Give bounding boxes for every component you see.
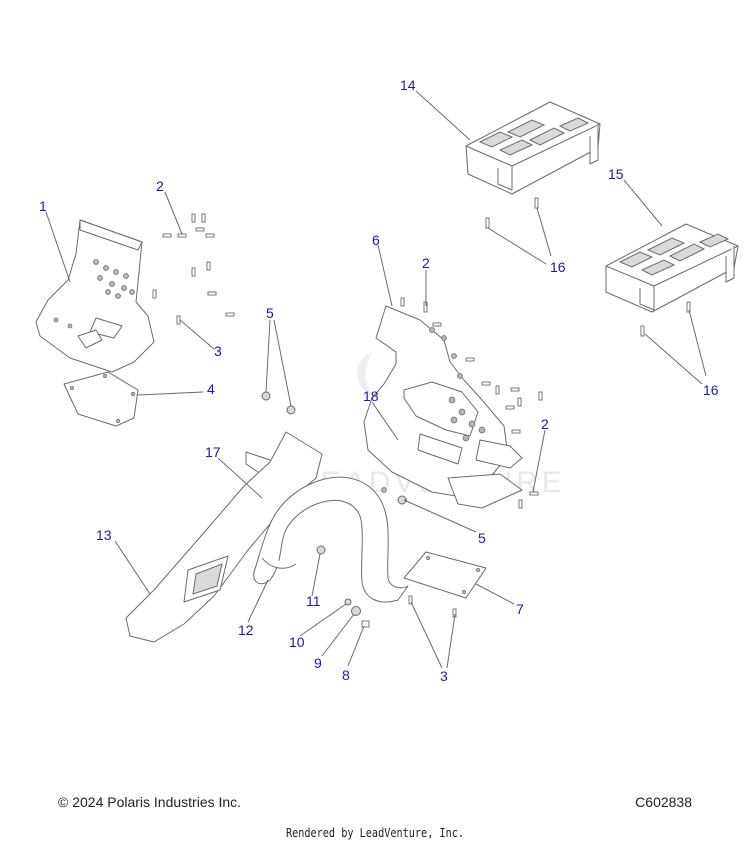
part-5-nuts [261, 391, 296, 415]
part-4-plate [63, 371, 139, 427]
copyright-text: © 2024 Polaris Industries Inc. [58, 794, 242, 810]
callout-13: 13 [96, 527, 112, 543]
callout-3-left: 3 [214, 343, 222, 359]
callout-7: 7 [516, 601, 524, 617]
callout-6: 6 [372, 232, 380, 248]
callout-4: 4 [207, 381, 215, 397]
part-11-washer [316, 545, 326, 555]
callout-5-left: 5 [266, 305, 274, 321]
callout-12: 12 [238, 622, 254, 638]
part-9-nut [351, 606, 361, 616]
part-13-panel [125, 431, 323, 643]
callout-labels: 1 2 3 4 5 14 15 16 6 2 16 18 2 17 13 5 1… [39, 77, 719, 684]
part-6-18-rear-bracket [363, 305, 523, 509]
callout-17: 17 [205, 444, 221, 460]
callout-18: 18 [363, 388, 379, 404]
part-10-washer [344, 598, 352, 606]
callout-8: 8 [342, 667, 350, 683]
part-5-nut-right [397, 495, 407, 505]
callout-14: 14 [400, 77, 416, 93]
drawing-id: C602838 [635, 794, 692, 810]
hardware-group-left [152, 213, 235, 325]
rendered-by-text: Rendered by LeadVenture, Inc. [285, 826, 465, 840]
callout-2-middle: 2 [422, 255, 430, 271]
callout-1: 1 [39, 198, 47, 214]
hardware-group-bottom [316, 495, 457, 628]
callout-10: 10 [289, 634, 305, 650]
part-1-bracket [35, 219, 155, 373]
part-16-bolts [485, 197, 691, 337]
callout-2-top-left: 2 [156, 178, 164, 194]
callout-9: 9 [314, 655, 322, 671]
leader-lines [45, 90, 707, 669]
callout-5-right: 5 [478, 530, 486, 546]
callout-2-right: 2 [541, 416, 549, 432]
exploded-parts-diagram: LEADVENTURE [35, 77, 739, 684]
part-1-holes [53, 259, 135, 329]
part-7-plate [403, 551, 487, 599]
hardware-group-right [400, 297, 543, 509]
part-18-holes [381, 327, 486, 503]
part-12-belt-guard [253, 476, 409, 603]
part-14-footrest [465, 101, 601, 195]
callout-3-bottom: 3 [440, 668, 448, 684]
part-15-footrest [605, 223, 739, 313]
callout-16-top: 16 [550, 259, 566, 275]
callout-15: 15 [608, 166, 624, 182]
part-8-bolt [361, 620, 370, 628]
callout-11: 11 [306, 593, 321, 609]
callout-16-right: 16 [703, 382, 719, 398]
